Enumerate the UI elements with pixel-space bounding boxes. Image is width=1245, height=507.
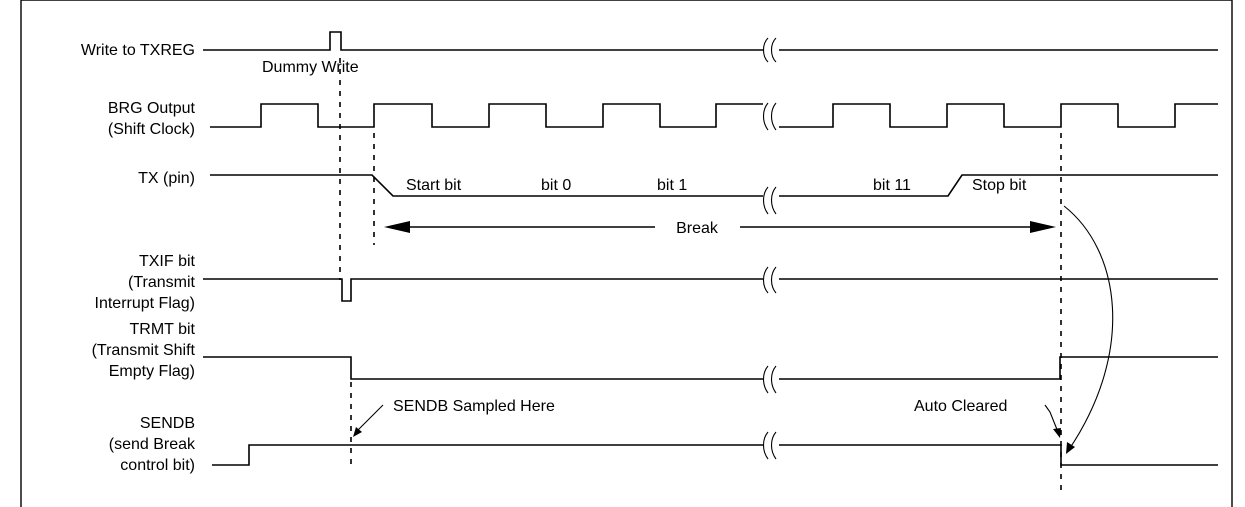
time-break-trmt [762,365,777,394]
sendb-sampled-leader [355,404,384,433]
wave-brg-output [210,103,1218,128]
dummy-write-label: Dummy Write [262,59,359,76]
label-trmt-bit: TRMT bit [130,321,196,338]
wave-trmt [203,356,1218,380]
label-trmt-flag: Empty Flag) [109,363,195,380]
wave-sendb [212,444,1218,466]
label-brg-output: BRG Output [108,100,196,117]
time-break-brg [762,102,777,131]
bit1-label: bit 1 [657,177,687,194]
label-trmt-transmit-shift: (Transmit Shift [92,342,196,359]
time-break-gap [763,30,779,470]
auto-cleared-label: Auto Cleared [914,398,1007,415]
time-break-tx [762,186,777,215]
break-arrow-right-head [1030,221,1056,233]
break-label: Break [676,220,719,237]
wave-tx-pin [210,174,1218,197]
wave-write-txreg [203,31,1218,51]
time-break-txif [762,266,777,294]
wave-txif [203,278,1218,302]
break-arrow-left-head [384,221,410,233]
label-write-txreg: Write to TXREG [81,42,195,59]
sendb-sampled-arrowhead [353,427,362,437]
stop-to-sendb-curve [1063,205,1114,449]
auto-cleared-arrowhead [1053,428,1061,438]
label-tx-pin: TX (pin) [138,170,195,187]
label-sendb-control-bit: control bit) [120,457,195,474]
sendb-sampled-label: SENDB Sampled Here [393,398,555,415]
label-sendb-send-break: (send Break [109,436,196,453]
bit11-label: bit 11 [873,177,911,194]
time-break-write-txreg [762,37,777,63]
label-txif-flag: Interrupt Flag) [95,295,195,312]
stop-to-sendb-arrowhead [1066,442,1075,454]
label-sendb: SENDB [140,415,195,432]
start-bit-label: Start bit [406,177,462,194]
diagram-frame [20,0,1233,507]
break-span-arrow [384,221,1056,233]
auto-cleared-leader [1044,404,1059,433]
label-txif-transmit: (Transmit [128,274,196,291]
bit0-label: bit 0 [541,177,571,194]
label-txif-bit: TXIF bit [139,253,196,270]
time-break-sendb [762,431,777,460]
time-break-marks [762,30,779,470]
label-brg-shift-clock: (Shift Clock) [108,121,195,138]
stop-bit-label: Stop bit [972,177,1027,194]
